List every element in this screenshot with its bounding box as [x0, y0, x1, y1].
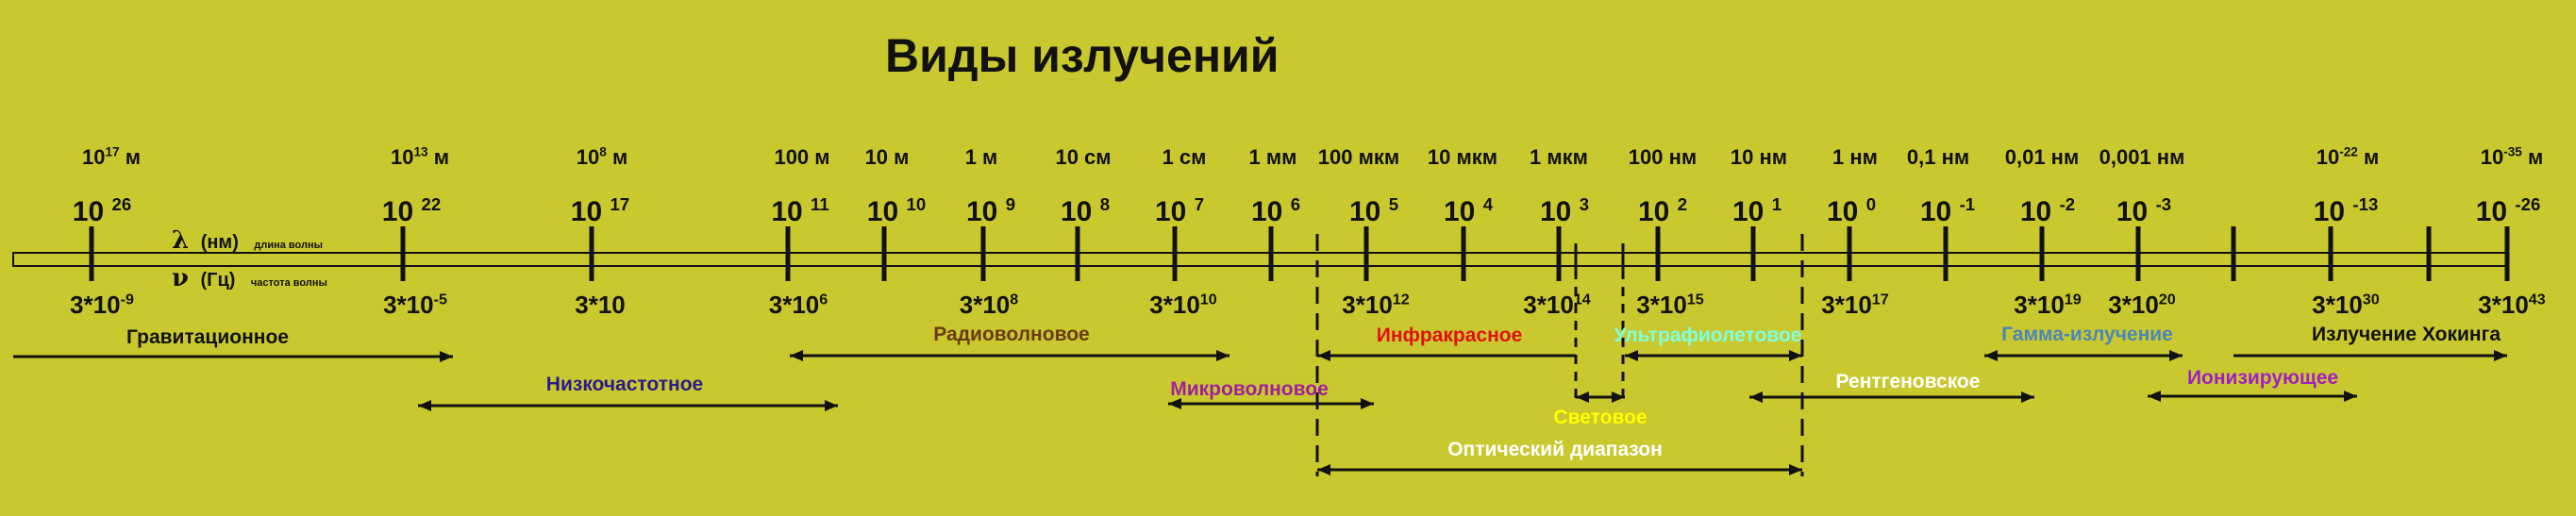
band-label: Радиоволновое: [933, 324, 1090, 345]
frequency-label: 3*106: [768, 291, 828, 319]
wavelength-label: 0,1 нм: [1906, 145, 1970, 169]
nu-unit: (Гц): [200, 270, 236, 291]
wavelength-label: 1 см: [1162, 145, 1207, 169]
wavelength-label: 0,01 нм: [2004, 145, 2080, 169]
arrowhead-left: [1317, 350, 1330, 361]
band-label: Ультрафиолетовое: [1614, 325, 1802, 346]
exponent-label: 10 7: [1154, 194, 1205, 227]
wavelength-label: 1 мкм: [1530, 145, 1588, 169]
arrowhead-left: [418, 400, 431, 411]
arrowhead-right: [2494, 350, 2507, 361]
exponent-label: 10 11: [771, 194, 829, 227]
wavelength-label: 100 мкм: [1317, 145, 1400, 169]
nu-note: частота волны: [250, 277, 327, 289]
band-label: Ионизирующее: [2186, 367, 2339, 389]
wavelength-label: 10-22 м: [2316, 144, 2380, 169]
band-label: Гравитационное: [126, 326, 289, 348]
band-label: Гамма-излучение: [2001, 324, 2173, 345]
wavelength-label: 10-35 м: [2480, 144, 2544, 169]
arrowhead-right: [2021, 391, 2034, 403]
lambda-unit: (нм): [200, 232, 239, 253]
frequency-label: 3*1020: [2108, 291, 2176, 319]
arrowhead-left: [1749, 391, 1763, 403]
arrowhead-right: [1789, 464, 1802, 475]
wavelength-label: 100 нм: [1628, 145, 1698, 169]
arrowhead-right: [825, 400, 838, 411]
arrowhead-left: [1317, 464, 1330, 475]
nu-legend: ν (Гц) частота волны: [172, 264, 327, 292]
exponent-label: 10 8: [1060, 194, 1111, 227]
exponent-label: 10 10: [866, 194, 927, 227]
exponent-label: 10 -13: [2313, 194, 2379, 227]
arrowhead-left: [1576, 391, 1589, 403]
arrowhead-right: [1216, 350, 1229, 361]
lambda-symbol: λ: [172, 226, 190, 255]
frequency-label: 3*1030: [2312, 291, 2380, 319]
diagram-title: Виды излучений: [885, 29, 1280, 82]
wavelength-label: 1 м: [964, 145, 998, 169]
wavelength-label: 0,001 нм: [2099, 145, 2185, 169]
arrowhead-left: [1625, 350, 1638, 361]
exponent-label: 10 2: [1637, 194, 1688, 227]
arrowhead-left: [790, 350, 803, 361]
band-label: Инфракрасное: [1376, 325, 1523, 346]
frequency-label: 3*1017: [1821, 291, 1889, 319]
exponent-label: 10 -26: [2475, 194, 2541, 227]
arrowhead-right: [2344, 391, 2357, 402]
exponent-label: 10 5: [1348, 194, 1399, 227]
frequency-label: 3*108: [959, 291, 1019, 319]
wavelength-label: 1 нм: [1832, 145, 1878, 169]
frequency-label: 3*1014: [1523, 291, 1591, 319]
arrowhead-right: [1361, 398, 1374, 409]
band-label: Рентгеновское: [1835, 371, 1981, 392]
wavelength-label: 108 м: [576, 144, 628, 169]
arrowhead-right: [440, 351, 453, 362]
frequency-label: 3*1043: [2478, 291, 2546, 319]
wavelength-label: 100 м: [774, 145, 830, 169]
wavelength-label: 10 см: [1055, 145, 1112, 169]
arrowhead-left: [2148, 391, 2161, 402]
frequency-label: 3*1010: [1149, 291, 1217, 319]
wavelength-label: 10 мкм: [1427, 145, 1498, 169]
exponent-label: 10 22: [381, 194, 442, 227]
arrowhead-left: [1984, 350, 1998, 361]
scale-bar: [12, 252, 2507, 267]
exponent-label: 10 17: [570, 194, 630, 227]
exponent-label: 10 26: [72, 194, 132, 227]
exponent-label: 10 -2: [2019, 194, 2076, 227]
band-label: Оптический диапазон: [1447, 439, 1663, 460]
exponent-label: 10 -3: [2116, 194, 2172, 227]
wavelength-label: 1013 м: [390, 144, 450, 169]
frequency-label: 3*1012: [1342, 291, 1410, 319]
band-label: Низкочастотное: [545, 374, 704, 395]
wavelength-label: 10 м: [864, 145, 910, 169]
band-label: Микроволновое: [1170, 378, 1329, 400]
arrowhead-right: [1789, 350, 1802, 361]
exponent-label: 10 4: [1443, 194, 1494, 227]
exponent-label: 10 1: [1731, 194, 1782, 227]
arrowhead-left: [1168, 398, 1181, 409]
lambda-legend: λ (нм) длина волны: [172, 226, 323, 255]
frequency-label: 3*10: [575, 291, 626, 319]
exponent-label: 10 3: [1539, 194, 1590, 227]
exponent-label: 10 0: [1826, 194, 1877, 227]
arrowhead-right: [2169, 350, 2183, 361]
wavelength-label: 1017 м: [81, 144, 142, 169]
band-label: Излучение Хокинга: [2311, 324, 2501, 345]
lambda-note: длина волны: [254, 240, 323, 251]
frequency-label: 3*10-9: [70, 291, 134, 319]
wavelength-label: 1 мм: [1248, 145, 1297, 169]
frequency-label: 3*1019: [2014, 291, 2082, 319]
exponent-label: 10 6: [1250, 194, 1301, 227]
nu-symbol: ν: [172, 264, 190, 292]
wavelength-label: 10 нм: [1730, 145, 1788, 169]
arrowhead-right: [1612, 391, 1625, 403]
exponent-label: 10 9: [965, 194, 1016, 227]
frequency-label: 3*10-5: [383, 291, 447, 319]
band-label: Световое: [1553, 407, 1648, 428]
frequency-label: 3*1015: [1636, 291, 1704, 319]
exponent-label: 10 -1: [1919, 194, 1976, 227]
